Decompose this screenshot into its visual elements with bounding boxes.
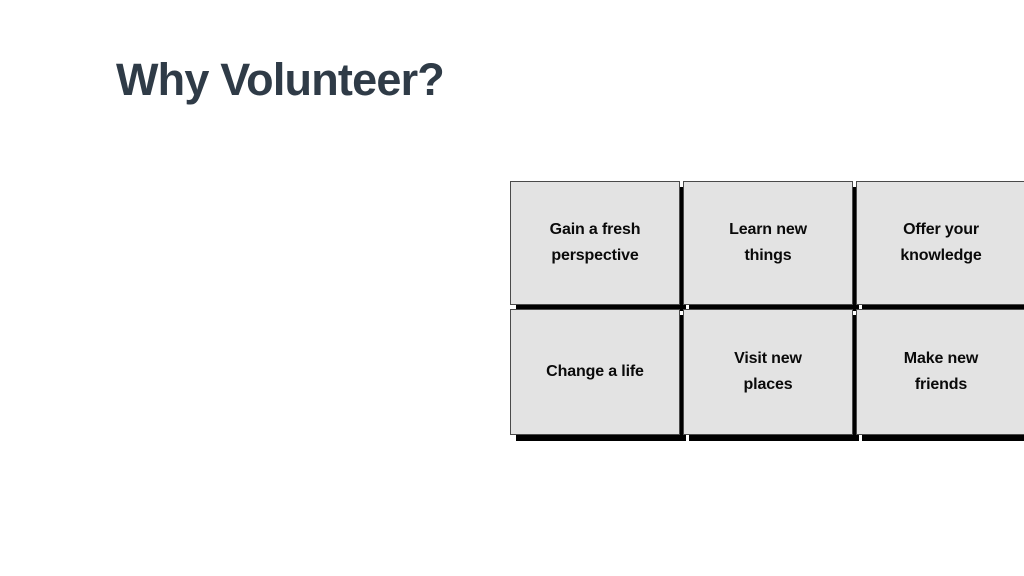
benefit-box-offer-your-knowledge[interactable]: Offer your knowledge [856, 181, 1024, 305]
benefit-grid: Gain a fresh perspective Learn new thing… [510, 181, 1024, 435]
benefit-box-label: Visit new places [734, 350, 802, 393]
benefit-box-label: Offer your knowledge [900, 221, 982, 264]
benefit-box-gain-a-fresh-perspective[interactable]: Gain a fresh perspective [510, 181, 680, 305]
benefit-box-make-new-friends[interactable]: Make new friends [856, 309, 1024, 435]
benefit-box-change-a-life[interactable]: Change a life [510, 309, 680, 435]
benefit-box-learn-new-things[interactable]: Learn new things [683, 181, 853, 305]
benefit-box-label: Gain a fresh perspective [549, 221, 641, 264]
benefit-box-label: Change a life [546, 363, 644, 381]
benefit-box-visit-new-places[interactable]: Visit new places [683, 309, 853, 435]
page-title: Why Volunteer? [116, 54, 445, 105]
benefit-box-label: Learn new things [729, 221, 807, 264]
benefit-box-label: Make new friends [903, 350, 979, 393]
